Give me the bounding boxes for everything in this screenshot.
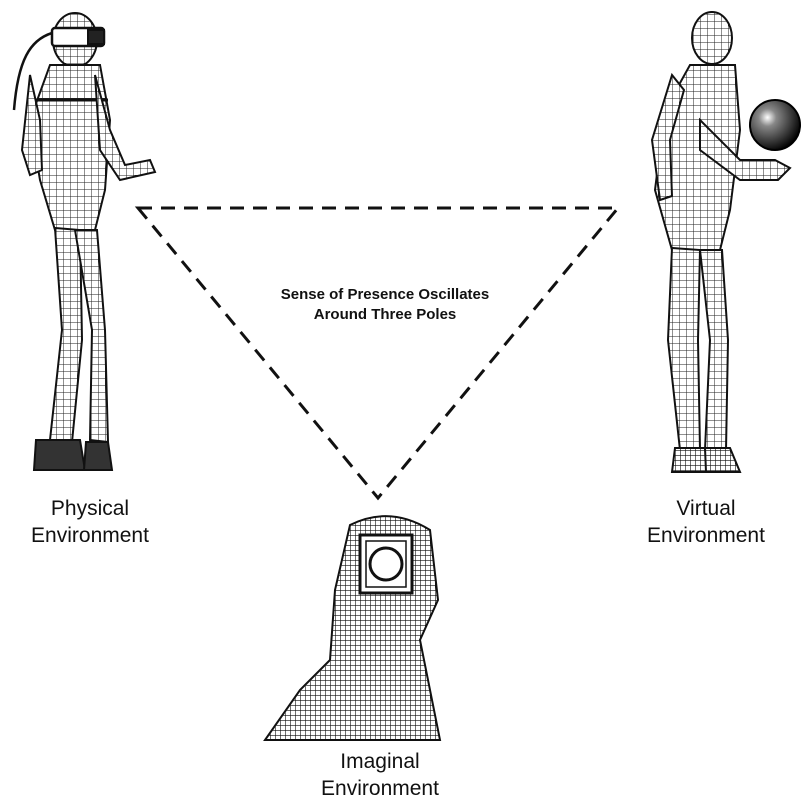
center-caption-line-2: Around Three Poles: [200, 305, 570, 325]
imaginal-label-line-2: Environment: [290, 775, 470, 802]
imaginal-environment-label: Imaginal Environment: [290, 748, 470, 802]
virtual-label-line-1: Virtual: [626, 495, 786, 522]
physical-label-line-1: Physical: [10, 495, 170, 522]
physical-environment-label: Physical Environment: [10, 495, 170, 549]
wireframe-human-holding-sphere-icon: [652, 12, 800, 472]
vr-headset-human-figure-icon: [14, 13, 155, 470]
wireframe-head-with-symbol-icon: [265, 516, 440, 740]
physical-label-line-2: Environment: [10, 522, 170, 549]
imaginal-label-line-1: Imaginal: [290, 748, 470, 775]
virtual-label-line-2: Environment: [626, 522, 786, 549]
presence-triangle: [138, 208, 618, 498]
center-caption: Sense of Presence Oscillates Around Thre…: [200, 285, 570, 325]
center-caption-line-1: Sense of Presence Oscillates: [200, 285, 570, 305]
virtual-environment-label: Virtual Environment: [626, 495, 786, 549]
